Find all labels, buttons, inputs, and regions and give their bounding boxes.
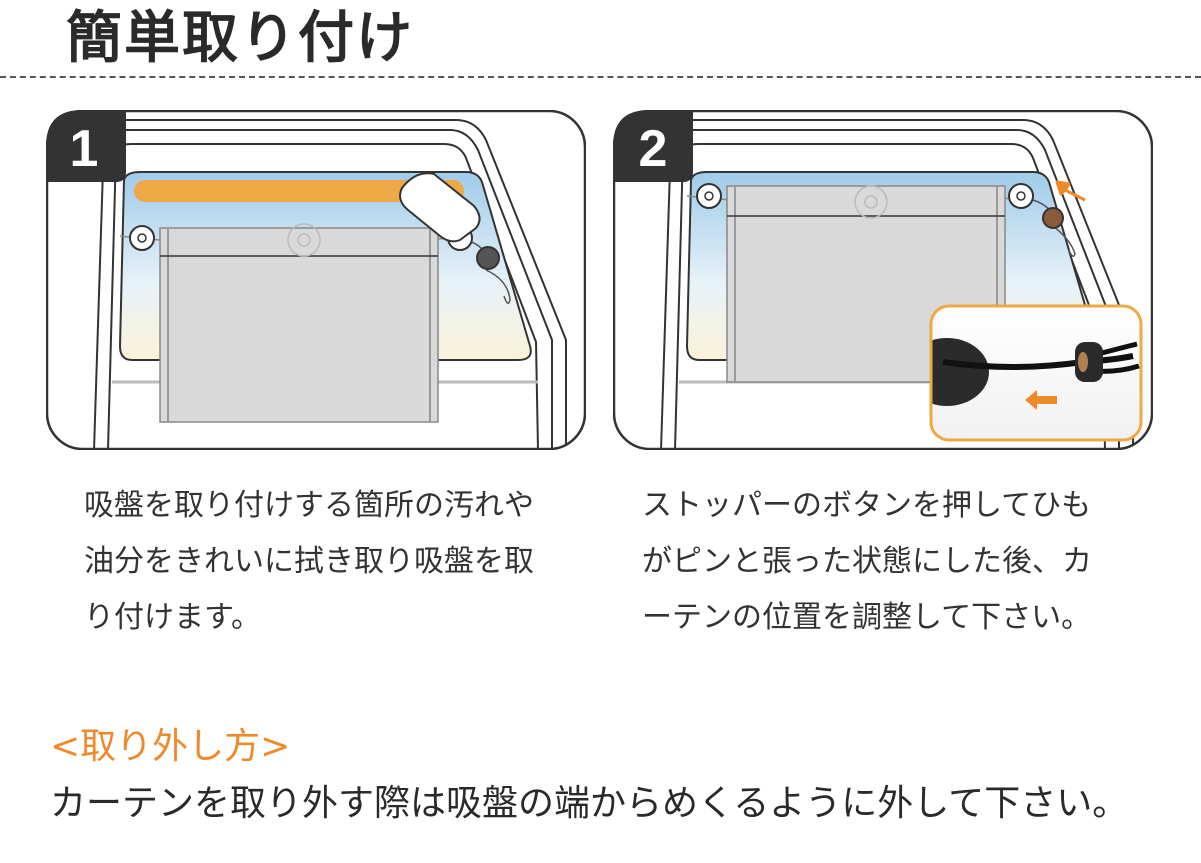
step-1-illustration: 1 [46, 110, 586, 450]
title-divider [0, 76, 1201, 78]
removal-instructions: カーテンを取り外す際は吸盤の端からめくるように外して下さい。 [50, 783, 1129, 824]
step-2-badge [613, 110, 693, 182]
stopper [476, 246, 500, 270]
window-diagram-2: 2 [613, 110, 1153, 450]
stopper-photo [931, 306, 1141, 440]
step-1-description: 吸盤を取り付けする箇所の汚れや油分をきれいに拭き取り吸盤を取り付けます。 [84, 488, 534, 635]
suction-cup-left [129, 225, 155, 251]
wipe-mark [134, 180, 464, 202]
stopper [1042, 207, 1064, 229]
step-1-badge [46, 110, 126, 182]
removal-heading: <取り外し方> [50, 726, 291, 767]
step-1-number: 1 [70, 120, 99, 178]
step-2-illustration: 2 [613, 110, 1153, 450]
page-title: 簡単取り付け [66, 6, 414, 71]
window-diagram-1: 1 [46, 110, 586, 450]
suction-cup-right [1008, 183, 1034, 209]
pull-arrow-icon [1025, 390, 1057, 410]
suction-cup-left [696, 183, 722, 209]
cleaning-cloth [399, 172, 481, 243]
step-2-number: 2 [639, 120, 668, 178]
step-2-description: ストッパーのボタンを押してひもがピンと張った状態にした後、カーテンの位置を調整し… [642, 488, 1092, 635]
direction-arrow-icon [1055, 180, 1086, 202]
curtain [159, 227, 439, 423]
